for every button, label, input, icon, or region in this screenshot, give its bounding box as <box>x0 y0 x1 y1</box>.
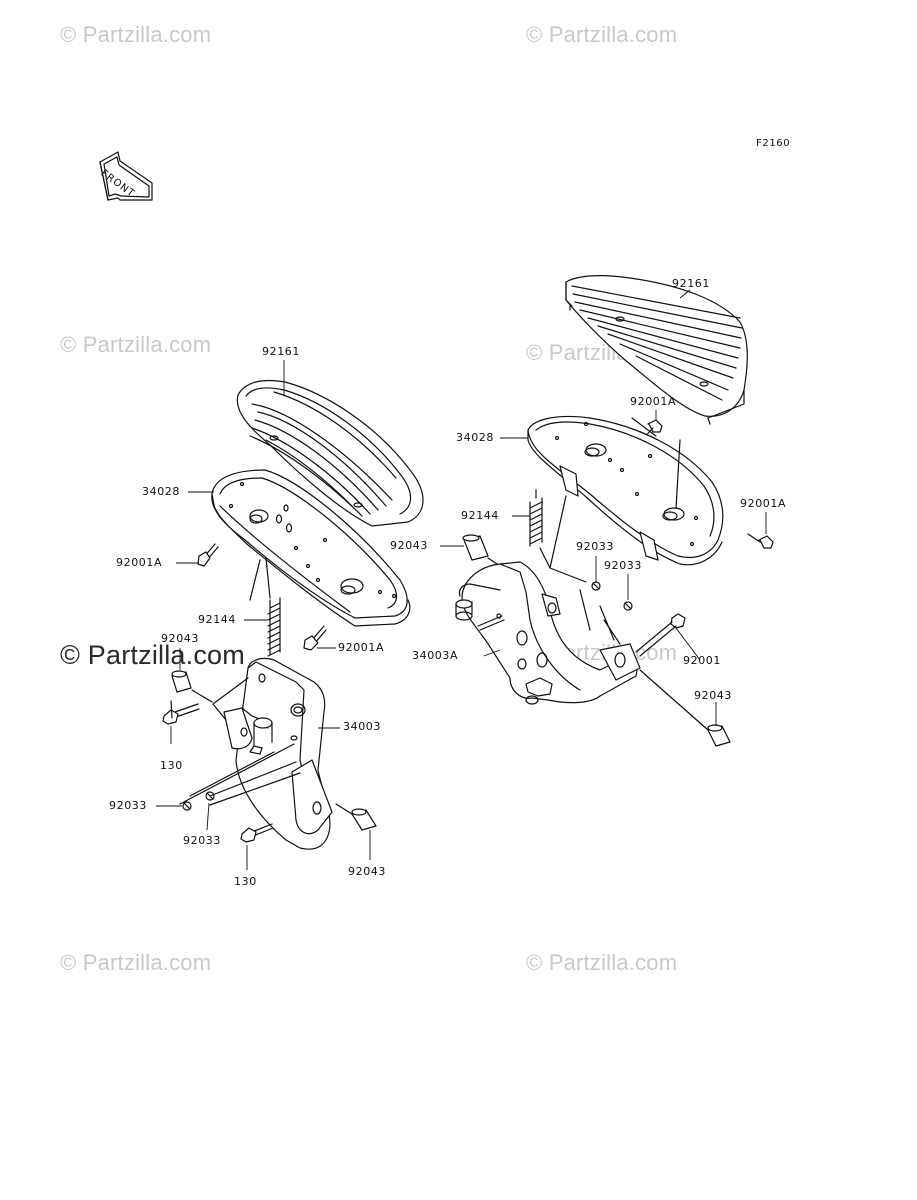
label-left-34003: 34003 <box>343 720 381 733</box>
label-left-92001a-lower: 92001A <box>338 641 385 654</box>
label-right-92033-2: 92033 <box>604 559 642 572</box>
label-left-92161: 92161 <box>262 345 300 358</box>
label-right-92043-right: 92043 <box>694 689 732 702</box>
watermark-bottom-right: © Partzilla.com <box>526 950 678 975</box>
left-clip-icon <box>182 801 192 811</box>
figure-code: F2160 <box>756 138 791 149</box>
label-right-92001a-upper: 92001A <box>630 395 677 408</box>
watermark-top-right: © Partzilla.com <box>526 22 678 47</box>
label-right-92043-left: 92043 <box>390 539 428 552</box>
label-left-92033-a: 92033 <box>109 799 147 812</box>
watermark-bottom-left: © Partzilla.com <box>60 950 212 975</box>
left-holder-icon <box>223 657 333 850</box>
label-left-130-top: 130 <box>160 759 183 772</box>
label-right-92144: 92144 <box>461 509 499 522</box>
left-bracket-plate-icon <box>211 469 411 627</box>
label-right-92001a-right: 92001A <box>740 497 787 510</box>
right-pin-right-icon <box>639 669 731 747</box>
left-floorboard-icon <box>236 379 424 527</box>
watermark-mid-left: © Partzilla.com <box>60 332 212 357</box>
watermark-top-left: © Partzilla.com <box>60 22 212 47</box>
label-right-92001: 92001 <box>683 654 721 667</box>
left-bolt-upper-icon <box>197 543 219 567</box>
left-bolt-130-bottom-icon <box>240 823 274 843</box>
label-right-34028: 34028 <box>456 431 494 444</box>
label-left-92144: 92144 <box>198 613 236 626</box>
right-bracket-plate-icon <box>527 415 724 566</box>
label-left-92043-top: 92043 <box>161 632 199 645</box>
right-bolt-icon <box>635 613 686 657</box>
left-pin-top-icon <box>171 670 213 703</box>
right-clip-1-icon <box>591 581 601 591</box>
label-right-92161: 92161 <box>672 277 710 290</box>
right-pin-left-icon <box>462 534 501 567</box>
left-bolt-lower-icon <box>303 625 327 651</box>
right-clip-2-icon <box>623 601 633 611</box>
label-left-92033-b: 92033 <box>183 834 221 847</box>
label-left-92001a-upper: 92001A <box>116 556 163 569</box>
label-left-34028: 34028 <box>142 485 180 498</box>
right-floorboard-icon <box>565 275 748 425</box>
label-right-34003a: 34003A <box>412 649 459 662</box>
left-bolt-130-top-icon <box>162 703 200 725</box>
label-left-92043-bottom: 92043 <box>348 865 386 878</box>
label-right-92033-1: 92033 <box>576 540 614 553</box>
right-bolt-right-icon <box>747 533 774 549</box>
label-left-130-bottom: 130 <box>234 875 257 888</box>
front-arrow-icon <box>99 151 153 201</box>
left-pin-bottom-icon <box>335 803 377 831</box>
watermark-dark: © Partzilla.com <box>60 640 245 670</box>
right-holder-icon <box>455 561 641 705</box>
right-spring-icon <box>529 489 543 547</box>
left-spring-icon <box>267 597 281 657</box>
